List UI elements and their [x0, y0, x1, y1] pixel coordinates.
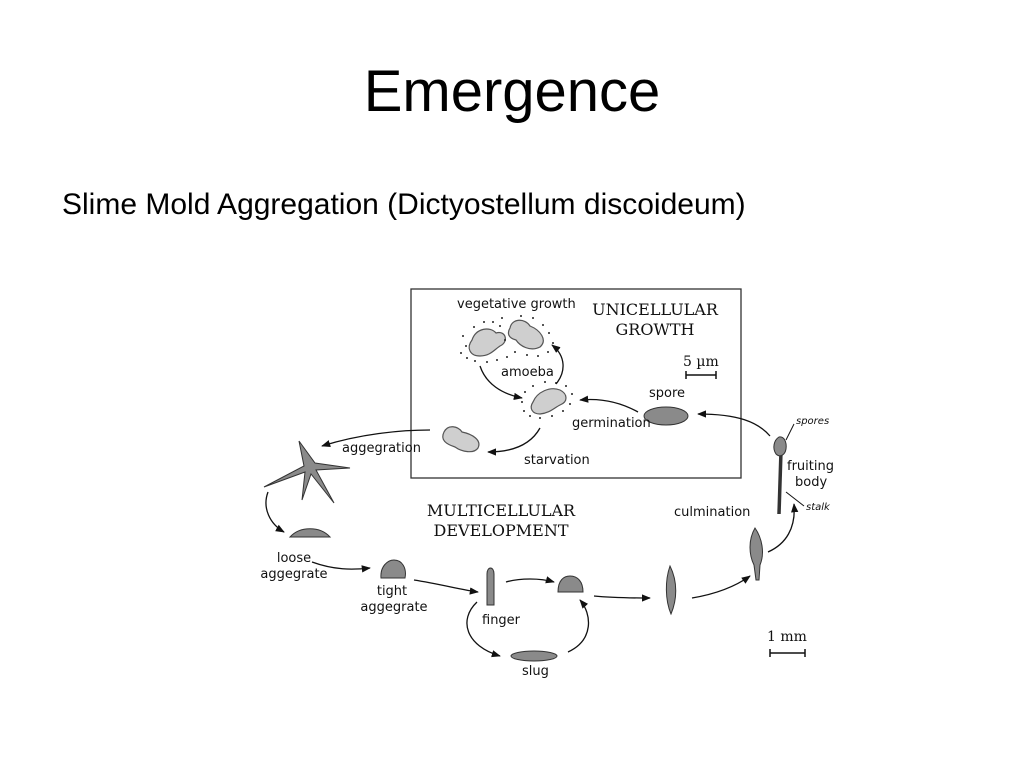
- unicellular-box: [410, 288, 742, 479]
- label-amoeba: amoeba: [501, 365, 554, 380]
- mexican-hat-shape: [557, 575, 584, 593]
- label-finger: finger: [482, 613, 521, 628]
- multicellular-header-line2: DEVELOPMENT: [434, 521, 569, 540]
- label-fruiting-body-line1: fruiting: [787, 459, 834, 474]
- aggregation-star-shape: [263, 440, 351, 504]
- label-slug: slug: [522, 664, 549, 679]
- label-spores: spores: [796, 416, 829, 427]
- early-culminant-shape: [665, 564, 677, 616]
- label-starvation: starvation: [524, 453, 590, 468]
- culminant-shape: [749, 527, 763, 581]
- scale-large-bar: [769, 649, 806, 657]
- unicellular-header-line2: GROWTH: [615, 320, 694, 339]
- slide-title: Emergence: [363, 59, 661, 124]
- label-stalk: stalk: [806, 502, 831, 513]
- label-spore: spore: [649, 386, 685, 401]
- tight-aggregate-shape: [380, 559, 406, 579]
- label-aggregation: aggegration: [342, 441, 421, 456]
- scale-small-label: 5 µm: [683, 354, 719, 370]
- unicellular-header-line1: UNICELLULAR: [592, 300, 719, 319]
- label-culmination: culmination: [674, 505, 750, 520]
- amoeba-pair: [460, 315, 554, 363]
- starving-amoeba: [442, 426, 480, 453]
- multicellular-header-line1: MULTICELLULAR: [427, 501, 576, 520]
- scale-small-bar: [685, 371, 717, 379]
- label-tight-aggregate-line1: tight: [377, 584, 407, 599]
- label-loose-aggregate-line1: loose: [277, 551, 311, 566]
- slug-shape: [510, 650, 558, 662]
- label-loose-aggregate-line2: aggegrate: [260, 567, 327, 582]
- slide-subtitle: Slime Mold Aggregation (Dictyostellum di…: [62, 188, 746, 221]
- label-vegetative-growth: vegetative growth: [457, 297, 576, 312]
- label-fruiting-body-line2: body: [795, 475, 827, 490]
- fruiting-body-shape: [773, 436, 787, 515]
- loose-aggregate-shape: [288, 528, 332, 538]
- spore-shape: [643, 406, 689, 426]
- label-tight-aggregate-line2: aggegrate: [360, 600, 427, 615]
- finger-shape: [486, 567, 495, 606]
- germinating-amoeba: [521, 381, 573, 419]
- scale-large-label: 1 mm: [767, 629, 807, 645]
- label-germination: germination: [572, 416, 651, 431]
